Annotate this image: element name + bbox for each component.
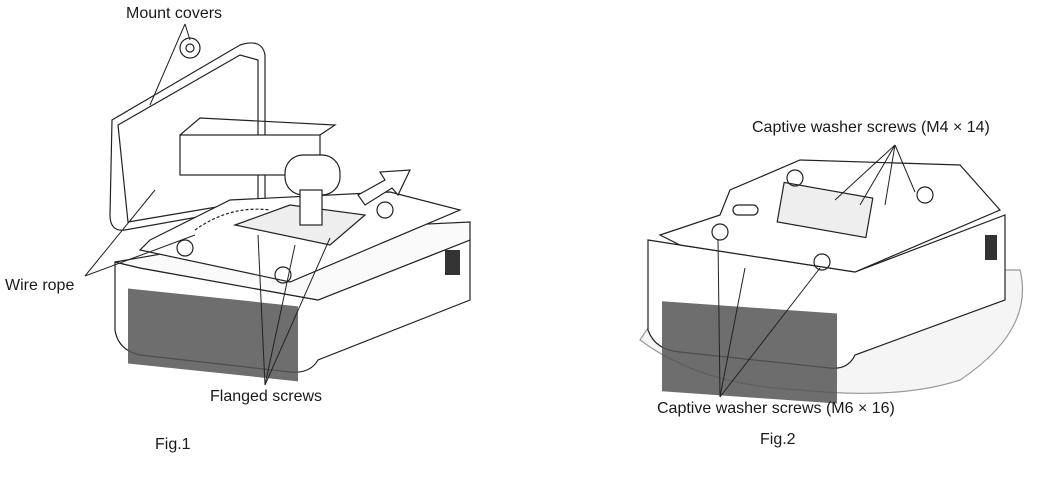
label-mount-covers: Mount covers: [126, 5, 223, 22]
label-captive-washer-screws-m4: Captive washer screws (M4 × 14): [752, 119, 990, 136]
fig2-caption: Fig.2: [760, 431, 796, 448]
mount-cover-icon: [179, 37, 201, 59]
fig2-projector-drawing: [639, 144, 1024, 404]
label-flanged-screws: Flanged screws: [210, 388, 323, 405]
fig1-projector-drawing: [84, 23, 471, 386]
label-wire-rope: Wire rope: [5, 277, 75, 294]
fig1-caption: Fig.1: [155, 436, 191, 453]
label-captive-washer-screws-m6: Captive washer screws (M6 × 16): [657, 400, 895, 417]
